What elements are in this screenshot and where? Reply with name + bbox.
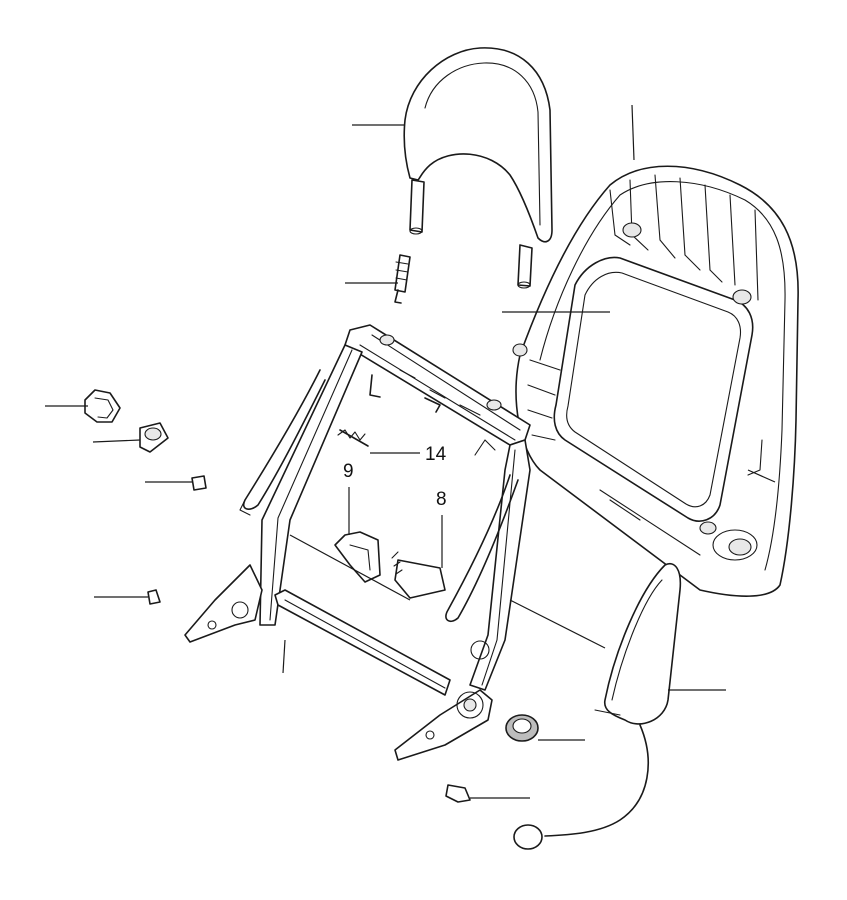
- screw-lower: [147, 589, 161, 605]
- headrest-guide-sleeve: [394, 254, 411, 304]
- cable-with-connector: [513, 724, 649, 850]
- side-trim-cover: [594, 563, 682, 725]
- adjustment-knob: [505, 714, 539, 742]
- leader-lines: [45, 104, 776, 799]
- lumbar-knob-part: [84, 389, 121, 423]
- callout-8: 8: [436, 489, 447, 510]
- backrest-frame: [184, 324, 531, 761]
- backrest-rear-panel: [512, 165, 799, 597]
- callout-14: 14: [425, 444, 447, 465]
- bushing: [139, 422, 169, 453]
- callout-9: 9: [343, 461, 354, 482]
- screw-upper: [191, 475, 207, 491]
- lumbar-spring: [337, 429, 369, 447]
- lumbar-cam: [334, 531, 381, 583]
- headrest: [403, 47, 553, 289]
- hinge-bolt: [445, 784, 471, 803]
- lumbar-actuator: [391, 551, 446, 599]
